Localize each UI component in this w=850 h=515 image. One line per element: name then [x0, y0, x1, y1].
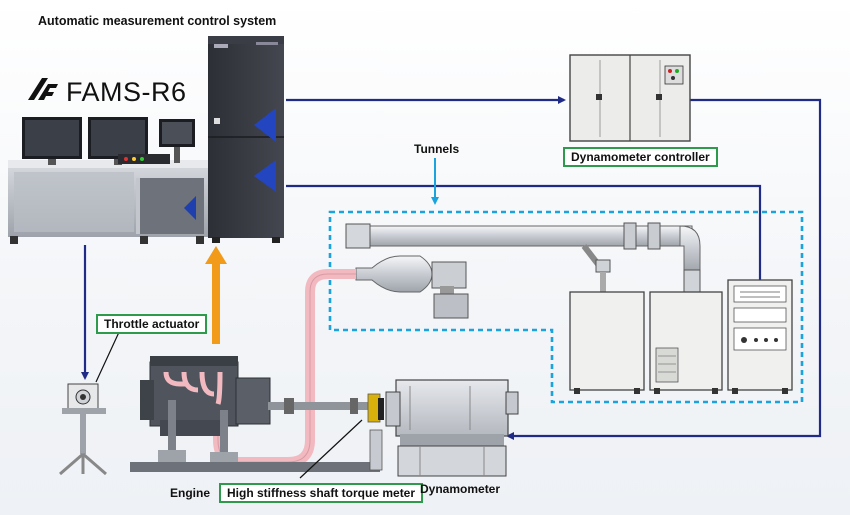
tunnels-outline	[328, 210, 804, 404]
fams-logo-icon	[26, 76, 60, 109]
engine	[130, 356, 380, 472]
tunnels-label: Tunnels	[414, 142, 460, 156]
line-controller-to-dynamometer	[506, 98, 822, 440]
exhaust-hose	[213, 269, 356, 467]
torque-meter-label: High stiffness shaft torque meter	[219, 483, 424, 503]
throttle-actuator	[59, 329, 121, 476]
measurement-cabinet	[208, 36, 284, 243]
system-title: Automatic measurement control system	[38, 14, 277, 28]
engine-label: Engine	[170, 486, 211, 500]
signal-lines	[81, 96, 822, 440]
dynamometer-label: Dynamometer	[420, 482, 501, 496]
control-desk	[8, 117, 208, 244]
torque-meter	[299, 393, 384, 479]
line-cabinet-to-tunnels	[286, 184, 762, 280]
engine-feedback-arrow	[205, 246, 227, 344]
dynamometer	[385, 379, 519, 477]
brand-name: FAMS-R6	[66, 77, 187, 107]
exhaust-tunnel-pipe	[345, 222, 701, 319]
brand-logo: FAMS-R6	[26, 76, 187, 109]
throttle-actuator-label: Throttle actuator	[96, 314, 208, 334]
dynamometer-controller-cabinet	[569, 54, 691, 142]
tunnel-analyzer-units	[569, 279, 793, 394]
dynamometer-controller-label: Dynamometer controller	[563, 147, 718, 167]
